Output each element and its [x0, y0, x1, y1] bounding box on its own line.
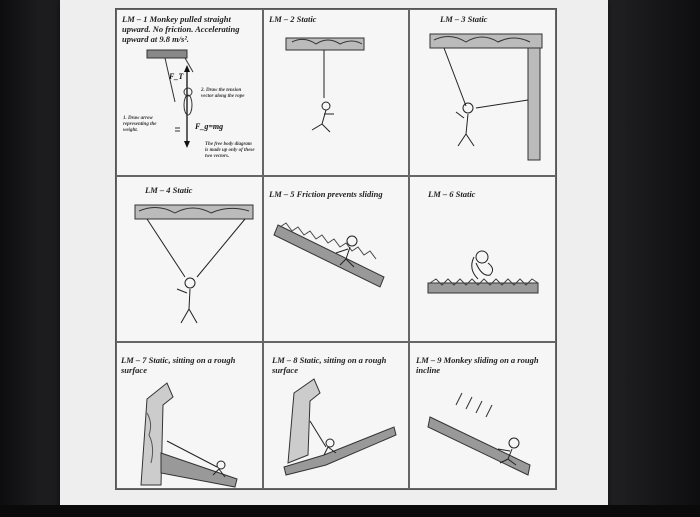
monkey-seated-tree-drawing — [140, 382, 238, 488]
cell-lm1-label: LM – 1 Monkey pulled straight upward. No… — [122, 14, 240, 44]
cell-lm9: LM – 9 Monkey sliding on a rough incline — [409, 342, 556, 489]
monkey-hanging-vine-drawing — [285, 37, 365, 133]
cell-lm7: LM – 7 Static, sitting on a rough surfac… — [116, 342, 263, 489]
cell-lm9-label: LM – 9 Monkey sliding on a rough incline — [416, 355, 539, 375]
tension-note: 2. Draw the tension vector along the rop… — [201, 88, 245, 99]
monkey-pulled-upward-drawing — [146, 49, 194, 148]
cell-lm7-label: LM – 7 Static, sitting on a rough surfac… — [121, 355, 236, 375]
monkey-two-ropes-drawing — [134, 204, 254, 324]
cell-lm6-label: LM – 6 Static — [428, 189, 476, 199]
monkey-seated-v-surface-drawing — [283, 378, 397, 476]
monkey-flat-surface-drawing — [427, 250, 539, 294]
cell-lm6: LM – 6 Static — [409, 176, 556, 342]
cell-lm2: LM – 2 Static — [263, 9, 409, 176]
fbd-note: The free body diagram is made up only of… — [205, 142, 255, 159]
cell-lm2-label: LM – 2 Static — [269, 14, 317, 24]
cell-lm3: LM – 3 Static — [409, 9, 556, 176]
cell-lm1: LM – 1 Monkey pulled straight upward. No… — [116, 9, 263, 176]
gravity-force-label: F_g=mg — [195, 122, 224, 131]
cell-lm3-label: LM – 3 Static — [440, 14, 488, 24]
monkey-sliding-incline-drawing — [427, 392, 531, 476]
cell-lm5-label: LM – 5 Friction prevents sliding — [269, 189, 383, 199]
monkey-corner-frame-drawing — [429, 33, 543, 161]
monitor-bezel — [0, 505, 700, 517]
worksheet-grid: LM – 1 Monkey pulled straight upward. No… — [115, 8, 557, 490]
tension-force-label: F_T — [169, 72, 184, 81]
cell-lm8: LM – 8 Static, sitting on a rough surfac… — [263, 342, 409, 489]
cell-lm8-label: LM – 8 Static, sitting on a rough surfac… — [272, 355, 387, 375]
cell-lm4-label: LM – 4 Static — [145, 185, 193, 195]
cell-lm5: LM – 5 Friction prevents sliding — [263, 176, 409, 342]
weight-note: 1. Draw arrow representing the weight. — [123, 116, 157, 133]
cell-lm4: LM – 4 Static — [116, 176, 263, 342]
monkey-incline-friction-drawing — [273, 222, 385, 288]
